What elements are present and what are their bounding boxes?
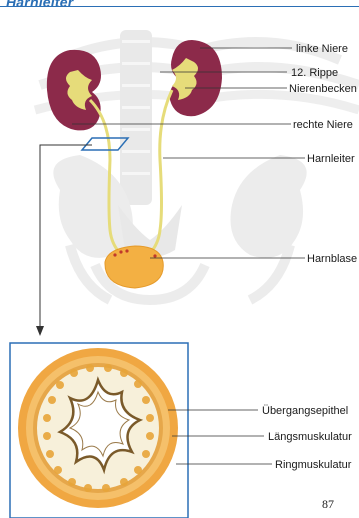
label-linke-niere: linke Niere [296,43,348,55]
arrow-head [36,326,44,336]
label-nierenbecken: Nierenbecken [289,83,357,95]
right-kidney [47,50,101,131]
label-uebergangsepithel: Übergangsepithel [262,405,348,417]
label-rippe: 12. Rippe [291,67,338,79]
label-harnleiter: Harnleiter [307,153,355,165]
page-number: 87 [322,497,334,511]
label-ringmuskulatur: Ringmuskulatur [275,459,352,471]
ureter-cross-section [18,348,178,508]
bladder [105,246,163,288]
left-kidney [170,40,222,116]
label-rechte-niere: rechte Niere [293,119,353,131]
label-harnblase: Harnblase [307,253,357,265]
label-laengsmuskulatur: Längsmuskulatur [268,431,352,443]
